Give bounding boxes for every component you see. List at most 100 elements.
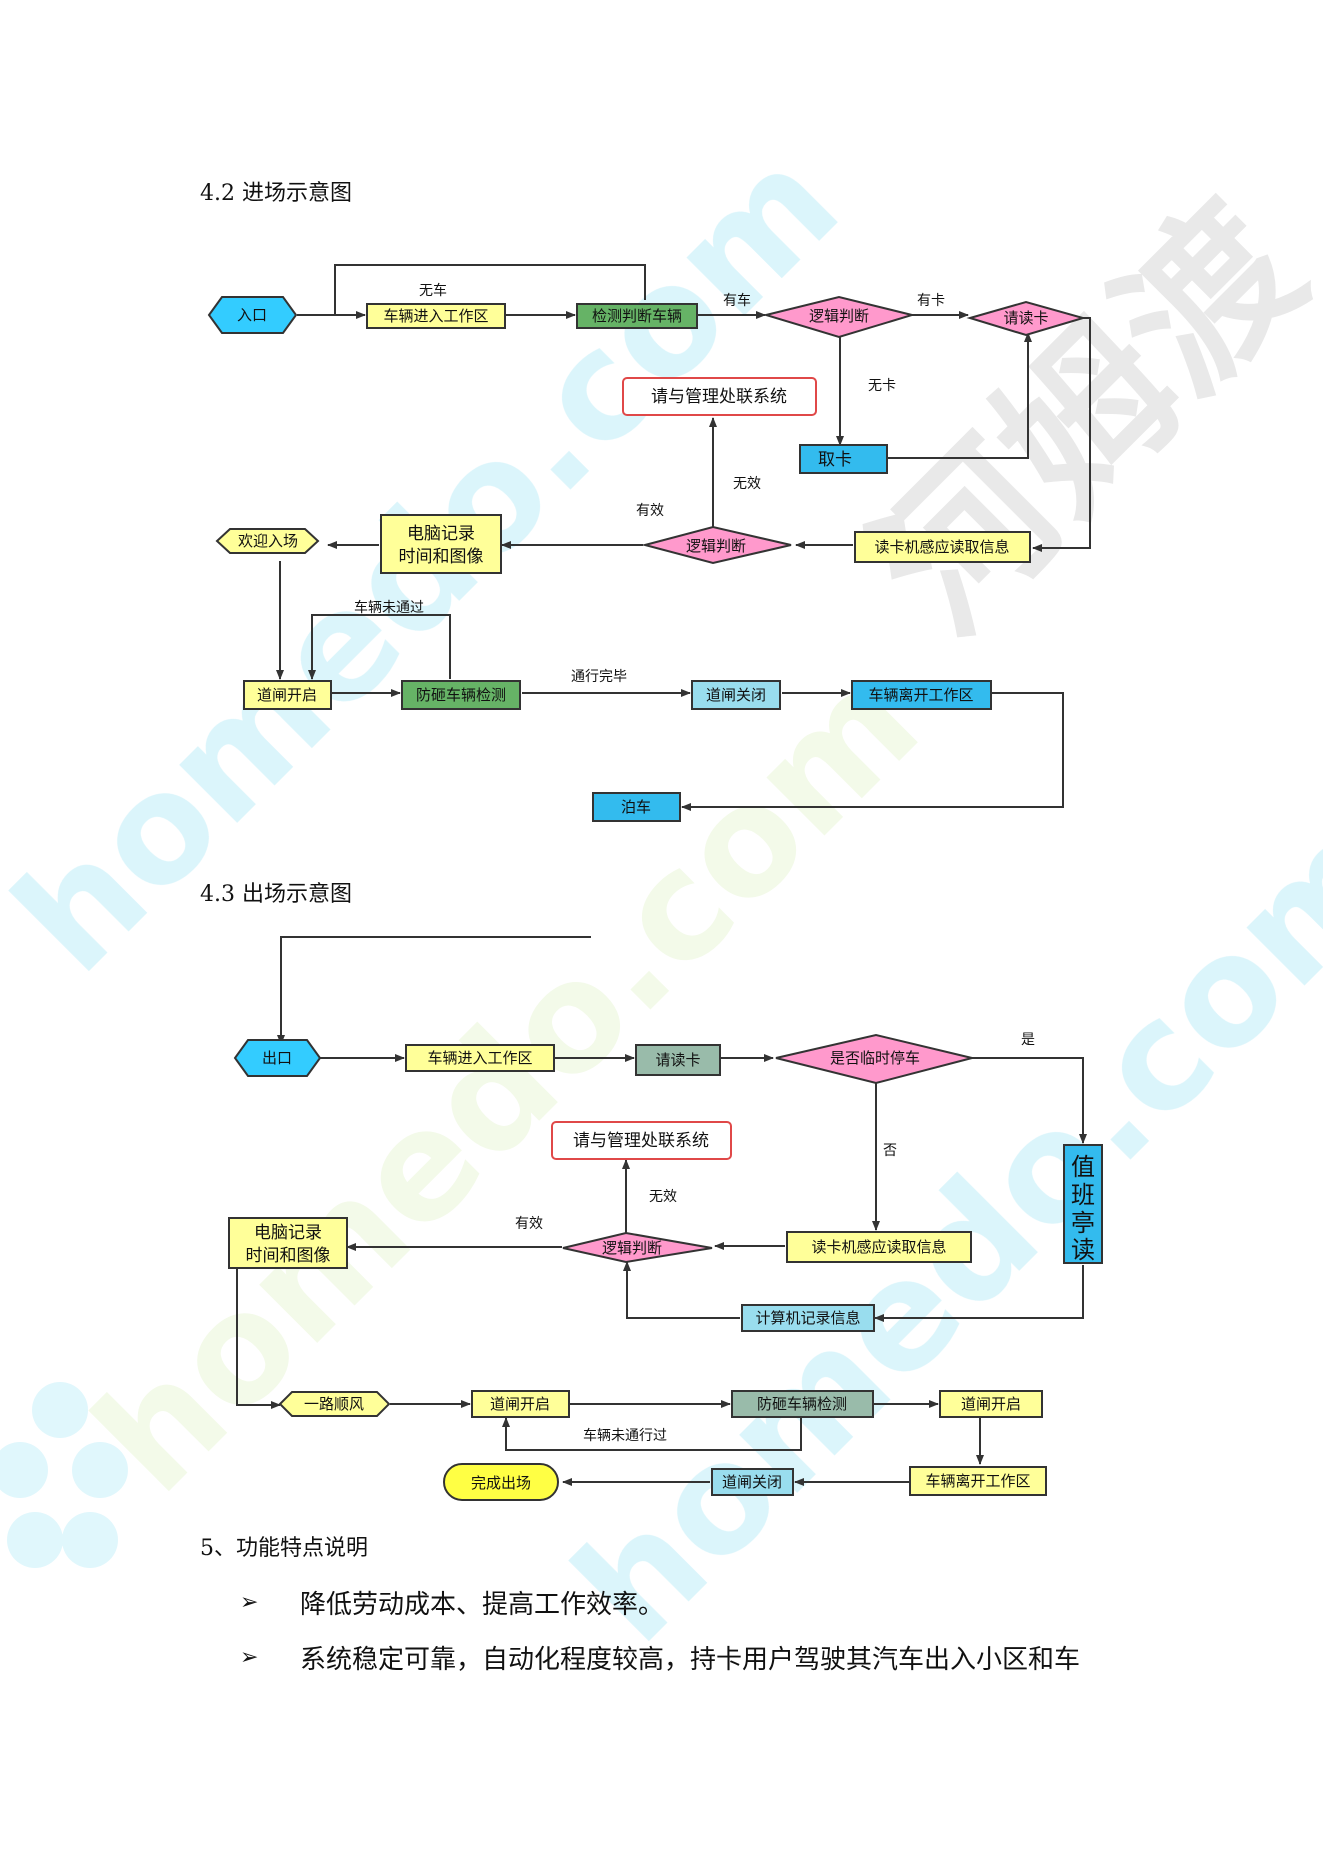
exit-temp-parking-label: 是否临时停车 — [830, 1049, 920, 1067]
entry-gate-open-box — [243, 680, 332, 710]
entry-valid-label: 有效 — [636, 503, 664, 519]
entry-has-vehicle-label: 有车 — [723, 292, 751, 309]
entry-entrance-hex — [207, 296, 298, 334]
exit-flowchart — [236, 936, 1087, 1486]
entry-logic1-diamond — [762, 295, 916, 339]
exit-read-card-box — [635, 1044, 721, 1076]
bullet-icon: ➢ — [240, 1645, 259, 1670]
feature-text: 系统稳定可靠，自动化程度较高，持卡用户驾驶其汽车出入小区和车 — [300, 1645, 1081, 1675]
exit-gate-close-label: 道闸关闭 — [722, 1473, 782, 1491]
exit-duty-booth-box — [1063, 1144, 1103, 1264]
entry-no-card-label: 无卡 — [868, 378, 896, 394]
exit-vehicle-leave-label: 车辆离开工作区 — [925, 1472, 1030, 1490]
entry-read-card-label: 请读卡 — [1003, 309, 1048, 327]
entry-contact-admin-label: 请与管理处联系统 — [651, 387, 787, 407]
exit-duty-booth-label-4: 读 — [1071, 1236, 1095, 1264]
entry-welcome-label: 欢迎入场 — [238, 532, 298, 550]
entry-take-card-label: 取卡 — [818, 450, 852, 470]
exit-done-label: 完成出场 — [471, 1474, 531, 1492]
exit-duty-booth-label-3: 亭 — [1071, 1209, 1095, 1237]
exit-no-label: 否 — [883, 1143, 897, 1159]
feature-item: ➢ 降低劳动成本、提高工作效率。 — [240, 1575, 1080, 1630]
exit-farewell-hex — [278, 1391, 391, 1417]
entry-not-passed-label: 车辆未通过 — [354, 599, 424, 616]
exit-gate-open1-box — [471, 1390, 570, 1418]
entry-node-text: 入口 车辆进入工作区 检测判断车辆 逻辑判断 请读卡 请与管理处联系统 取卡 逻… — [237, 306, 1049, 816]
exit-logic-label: 逻辑判断 — [602, 1239, 662, 1257]
exit-contact-admin-box — [551, 1121, 732, 1160]
exit-record-box — [228, 1217, 348, 1269]
exit-card-reader-label: 读卡机感应读取信息 — [811, 1238, 946, 1256]
entry-contact-admin-box — [622, 377, 817, 416]
exit-exit-label: 出口 — [262, 1049, 292, 1067]
entry-parking-box — [592, 792, 681, 822]
entry-gate-close-box — [691, 680, 781, 710]
exit-record-label-1: 电脑记录 — [254, 1223, 322, 1243]
exit-duty-booth-label-2: 班 — [1071, 1181, 1095, 1209]
entry-anti-smash-label: 防砸车辆检测 — [416, 686, 506, 704]
entry-record-label-1: 电脑记录 — [407, 524, 475, 544]
exit-node-text: 出口 车辆进入工作区 请读卡 是否临时停车 值 班 亭 读 请与管理处联系统 读… — [246, 1049, 1096, 1492]
exit-farewell-label: 一路顺风 — [304, 1395, 364, 1413]
features-list: ➢ 降低劳动成本、提高工作效率。 ➢ 系统稳定可靠，自动化程度较高，持卡用户驾驶… — [240, 1575, 1080, 1685]
entry-record-box — [380, 514, 502, 574]
entry-pass-done-label: 通行完毕 — [571, 669, 627, 685]
entry-detect-box — [576, 303, 698, 329]
exit-duty-booth-label-1: 值 — [1071, 1153, 1095, 1181]
exit-gate-open2-box — [939, 1390, 1043, 1418]
feature-text: 降低劳动成本、提高工作效率。 — [300, 1590, 665, 1620]
entry-vehicle-enter-label: 车辆进入工作区 — [383, 307, 488, 325]
exit-contact-admin-label: 请与管理处联系统 — [573, 1131, 709, 1151]
exit-vehicle-leave-box — [909, 1466, 1047, 1496]
entry-no-vehicle-label: 无车 — [419, 282, 447, 299]
entry-card-reader-label: 读卡机感应读取信息 — [874, 538, 1009, 556]
exit-anti-smash-label: 防砸车辆检测 — [757, 1395, 847, 1413]
entry-entrance-label: 入口 — [237, 306, 267, 324]
exit-record-label-2: 时间和图像 — [246, 1246, 331, 1266]
entry-flowchart — [276, 264, 1091, 811]
exit-nodes — [228, 1033, 1103, 1501]
entry-gate-open-label: 道闸开启 — [257, 686, 317, 704]
exit-edge-labels: 是 否 无效 有效 车辆未通行过 — [515, 1032, 1035, 1444]
exit-invalid-label: 无效 — [649, 1189, 677, 1205]
exit-vehicle-enter-label: 车辆进入工作区 — [427, 1049, 532, 1067]
entry-logic2-diamond — [641, 525, 792, 565]
entry-welcome-hex — [215, 528, 320, 554]
exit-gate-open1-label: 道闸开启 — [490, 1395, 550, 1413]
exit-gate-close-box — [711, 1468, 794, 1496]
entry-card-reader-box — [854, 531, 1031, 563]
entry-take-card-box — [799, 444, 888, 474]
entry-vehicle-enter-box — [366, 303, 506, 329]
entry-has-card-label: 有卡 — [917, 293, 945, 309]
entry-logic2-label: 逻辑判断 — [686, 537, 746, 555]
exit-read-card-label: 请读卡 — [655, 1051, 700, 1069]
exit-exit-hex — [233, 1039, 322, 1077]
entry-edge-labels: 无车 有车 有卡 无卡 无效 有效 车辆未通过 通行完毕 — [354, 282, 945, 685]
exit-yes-label: 是 — [1021, 1032, 1035, 1048]
entry-vehicle-leave-label: 车辆离开工作区 — [868, 686, 973, 704]
entry-record-label-2: 时间和图像 — [399, 547, 484, 567]
entry-anti-smash-box — [401, 680, 521, 710]
entry-invalid-label: 无效 — [733, 476, 761, 492]
bullet-icon: ➢ — [240, 1590, 259, 1615]
entry-logic1-label: 逻辑判断 — [809, 307, 869, 325]
exit-logic-diamond — [562, 1231, 713, 1264]
entry-parking-label: 泊车 — [621, 798, 651, 816]
entry-gate-close-label: 道闸关闭 — [706, 686, 766, 704]
features-heading: 5、功能特点说明 — [200, 1536, 368, 1561]
exit-gate-open2-label: 道闸开启 — [961, 1395, 1021, 1413]
exit-computer-info-label: 计算机记录信息 — [755, 1309, 860, 1327]
exit-vehicle-enter-box — [405, 1044, 555, 1072]
exit-heading: 4.3 出场示意图 — [200, 882, 352, 907]
entry-nodes — [207, 295, 1087, 822]
exit-temp-parking-diamond — [775, 1033, 973, 1085]
exit-anti-smash-box — [731, 1390, 874, 1418]
entry-read-card-diamond — [966, 300, 1087, 337]
entry-vehicle-leave-box — [851, 680, 992, 710]
entry-detect-label: 检测判断车辆 — [592, 307, 682, 325]
exit-done-box — [443, 1463, 559, 1501]
exit-card-reader-box — [786, 1231, 972, 1263]
feature-item: ➢ 系统稳定可靠，自动化程度较高，持卡用户驾驶其汽车出入小区和车 — [240, 1630, 1080, 1685]
exit-computer-info-box — [741, 1304, 875, 1332]
